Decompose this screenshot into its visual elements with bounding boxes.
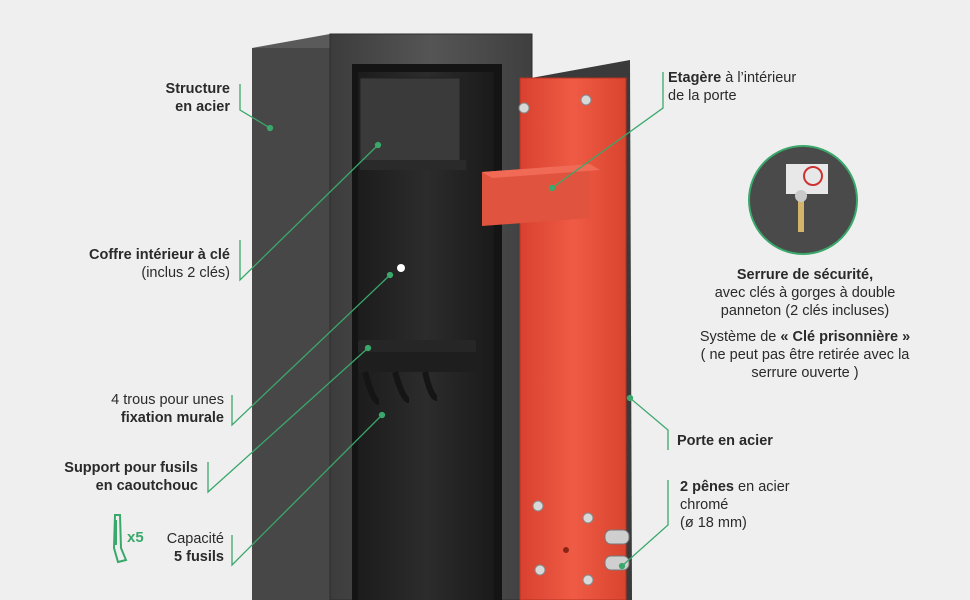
label-systeme: Système de « Clé prisonnière » ( ne peut… (660, 328, 950, 382)
key-lock-icon (748, 145, 858, 255)
support-title: Support pour fusils (64, 460, 198, 476)
capacite-bold: 5 fusils (174, 549, 224, 565)
trous-bold: fixation murale (120, 410, 224, 426)
label-porte: Porte en acier (677, 432, 773, 450)
label-support: Support pour fusils en caoutchouc (64, 459, 198, 495)
systeme-prefix: Système de (699, 329, 777, 345)
capacity-multiplier: x5 (127, 529, 144, 547)
serrure-title: Serrure de sécurité, (736, 267, 874, 283)
capacity-x5: x5 (127, 529, 144, 546)
label-penes: 2 pênes en acier chromé (ø 18 mm) (680, 478, 790, 532)
porte-title: Porte en acier (677, 433, 773, 449)
label-etagere: Etagère à l’intérieur de la porte (668, 69, 796, 105)
systeme-line-3: serrure ouverte ) (751, 365, 859, 381)
etagere-bold: Etagère (668, 70, 722, 86)
trous-text: 4 trous pour unes (111, 392, 224, 408)
label-serrure: Serrure de sécurité, avec clés à gorges … (660, 266, 950, 320)
label-trous: 4 trous pour unes fixation murale (111, 391, 224, 427)
penes-text: en acier (738, 479, 790, 495)
support-subtitle: en caoutchouc (95, 478, 198, 494)
serrure-line-1: avec clés à gorges à double (714, 285, 896, 301)
rifle-icon (112, 514, 128, 564)
leader-lines (207, 72, 669, 570)
structure-subtitle: en acier (175, 99, 230, 115)
systeme-line-2: ( ne peut pas être retirée avec la (700, 347, 910, 363)
systeme-bold: « Clé prisonnière » (780, 329, 911, 345)
label-capacite: Capacité 5 fusils (167, 530, 224, 566)
penes-text-2: chromé (680, 497, 729, 513)
coffre-note: (inclus 2 clés) (141, 265, 230, 281)
coffre-title: Coffre intérieur à clé (88, 247, 230, 263)
penes-bold: 2 pênes (680, 479, 734, 495)
etagere-text: à l’intérieur (725, 70, 797, 86)
penes-text-3: (ø 18 mm) (680, 515, 747, 531)
structure-title: Structure (165, 81, 230, 97)
safe-body (252, 33, 533, 600)
serrure-line-2: panneton (2 clés incluses) (720, 303, 890, 319)
label-structure: Structure en acier (166, 80, 230, 116)
label-coffre: Coffre intérieur à clé (inclus 2 clés) (89, 246, 230, 282)
etagere-text-2: de la porte (668, 88, 737, 104)
capacite-text: Capacité (166, 531, 224, 547)
